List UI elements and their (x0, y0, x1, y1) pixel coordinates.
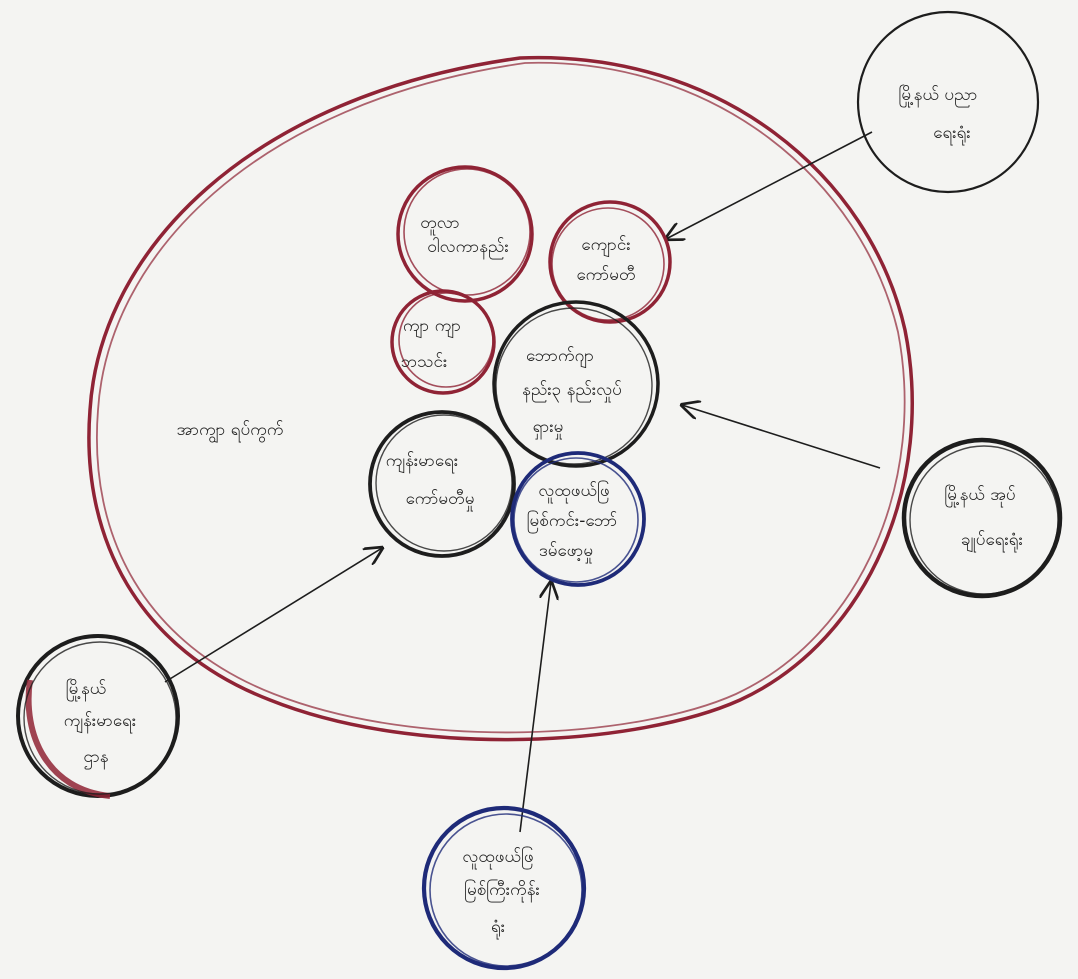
inner-circle-c4: ဘောက်ဂျာနည်း၃ နည်းလှုပ်ရှားမှု (492, 300, 660, 468)
o3-label: မြို့နယ်ကျန်းမာရေးဌာန (64, 677, 136, 770)
arrow-education-office (666, 131, 873, 239)
outer-circle-o1: မြို့နယ် ပညာရေးရုံး (856, 10, 1040, 194)
community-label: အာကျွာ ရပ်ကွက် (176, 420, 283, 444)
outer-circle-o2: မြို့နယ် အုပ်ချုပ်ရေးရုံး (901, 437, 1063, 599)
c5-label: ကျန်းမာရေးကော်မတီမှု (386, 451, 475, 512)
c1-label: တူလာဝါလကာနည်း (420, 213, 509, 260)
community-boundary (87, 55, 914, 742)
outer-circle-o4: လူထုဖယ်ဖြမြစ်ကြီးကိုန်းရုံး (421, 805, 587, 971)
community-boundary-stroke2 (96, 62, 906, 734)
o4-label: လူထုဖယ်ဖြမြစ်ကြီးကိုန်းရုံး (462, 845, 539, 940)
o2-label: မြို့နယ် အုပ်ချုပ်ရေးရုံး (944, 483, 1022, 553)
inner-circle-c2: ကျောင်းကော်မတီ (548, 200, 672, 324)
inner-circle-c6: လူထုဖယ်ဖြမြစ်ကင်း-ဘော်ဒမ်ဖော့မှု (510, 451, 646, 587)
c2-label: ကျောင်းကော်မတီ (576, 235, 635, 285)
outer-circle-o3: မြို့နယ်ကျန်းမာရေးဌာန (16, 634, 180, 799)
inner-circle-c1: တူလာဝါလကာနည်း (396, 165, 534, 303)
inner-circle-c5: ကျန်းမာရေးကော်မတီမှု (368, 410, 516, 558)
arrow-health-department (164, 548, 382, 683)
o1-label: မြို့နယ် ပညာရေးရုံး (898, 83, 977, 146)
c6-label: လူထုဖယ်ဖြမြစ်ကင်း-ဘော်ဒမ်ဖော့မှု (527, 479, 618, 564)
arrow-admin-office (682, 405, 881, 469)
arrow-social-welfare-office (519, 582, 551, 833)
inner-circle-c3: ကျာ ကျာဘသင်း (390, 289, 496, 395)
connectors (164, 131, 881, 833)
c3-label: ကျာ ကျာဘသင်း (401, 316, 461, 372)
c4-label: ဘောက်ဂျာနည်း၃ နည်းလှုပ်ရှားမှု (522, 346, 622, 440)
